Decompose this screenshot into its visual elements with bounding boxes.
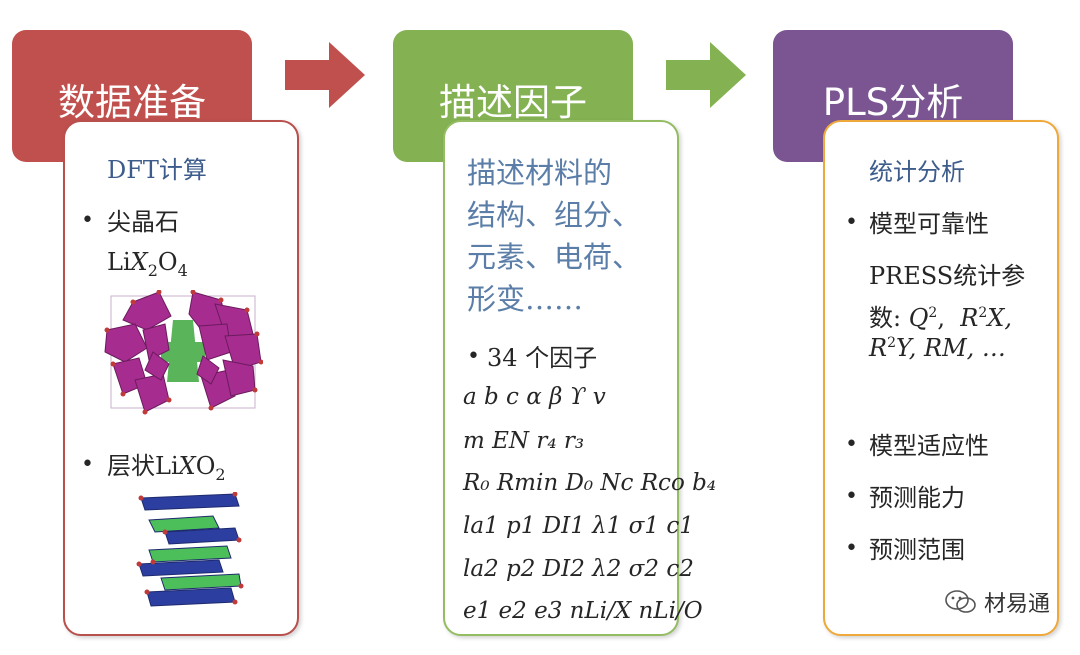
desc-line: 描述材料的: [467, 156, 613, 190]
desc-line: 元素、电荷、: [467, 240, 642, 274]
reliability-label: 模型可靠性: [869, 210, 989, 238]
factor-count: 34 个因子: [487, 344, 598, 372]
prediction-ability-label: 预测能力: [869, 484, 965, 512]
step-title: 数据准备: [58, 81, 206, 124]
desc-line: 形变……: [467, 282, 584, 316]
factor-row: e1 e2 e3 nLi/X nLi/O: [463, 598, 703, 624]
wechat-icon: [945, 590, 976, 613]
press-stats: R2Y, RM, …: [869, 334, 1006, 362]
spinel-structure-image: [104, 290, 263, 415]
factor-row: a b c α β ϒ v: [463, 384, 606, 410]
layered-structure-image: [136, 492, 244, 607]
pls-card: 统计分析 • 模型可靠性 PRESS统计参 数: Q2, R2X, R2Y, R…: [823, 120, 1059, 636]
descriptor-card: 描述材料的 结构、组分、 元素、电荷、 形变…… • 34 个因子 a b c …: [443, 120, 716, 636]
step-title: PLS分析: [822, 81, 964, 124]
bullet-icon: •: [81, 208, 94, 233]
bullet-icon: •: [845, 484, 858, 509]
bullet-icon: •: [845, 210, 858, 235]
watermark: 材易通: [944, 586, 1050, 618]
bullet-icon: •: [81, 452, 94, 477]
layered-formula: 层状LiXO2: [107, 452, 226, 484]
bullet-icon: •: [845, 536, 858, 561]
watermark-text: 材易通: [983, 592, 1050, 617]
factor-row: R₀ Rmin D₀ Nc Rco b₄: [463, 470, 717, 496]
data-prep-card: DFT计算 • 尖晶石 LiX2O4 •: [63, 120, 299, 636]
arrow-right-icon: [285, 42, 365, 108]
spinel-label: 尖晶石: [107, 208, 179, 236]
spinel-formula: LiX2O4: [107, 248, 188, 280]
arrow-right-icon: [666, 42, 746, 108]
card-subtitle: DFT计算: [107, 156, 207, 184]
bullet-icon: •: [467, 344, 480, 369]
bullet-icon: •: [845, 432, 858, 457]
press-line: PRESS统计参: [869, 262, 1026, 290]
prediction-range-label: 预测范围: [869, 536, 965, 564]
card-subtitle: 统计分析: [869, 158, 965, 186]
factor-row: la2 p2 DI2 λ2 σ2 c2: [463, 556, 694, 582]
desc-line: 结构、组分、: [467, 198, 642, 232]
step-title: 描述因子: [439, 81, 587, 124]
factor-row: m EN r₄ r₃: [463, 428, 585, 454]
adaptability-label: 模型适应性: [869, 432, 989, 460]
press-stats: 数: Q2, R2X,: [869, 304, 1012, 332]
factor-row: la1 p1 DI1 λ1 σ1 c1: [463, 513, 694, 539]
